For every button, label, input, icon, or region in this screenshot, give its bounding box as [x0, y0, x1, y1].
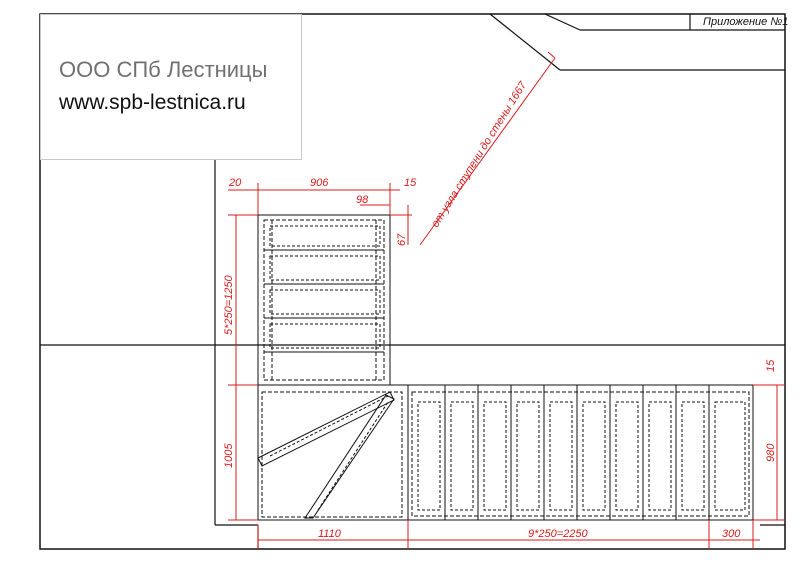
appendix-label: Приложение №1: [703, 16, 788, 28]
company-name: ООО СПб Лестницы: [59, 57, 268, 82]
lower-flight: [407, 384, 754, 521]
dimension-labels: 20 906 15 98 67 5*250=1250 1005 1110 9*2…: [223, 79, 777, 540]
dim-right-top: 15: [765, 359, 777, 372]
dim-diagonal-note: от узла ступени до стены 1667: [429, 79, 529, 230]
dim-side-67: 67: [396, 233, 408, 246]
upper-flight: [257, 214, 391, 386]
dim-top-left: 20: [228, 177, 242, 189]
winder-area: [257, 384, 409, 521]
dim-inner-98: 98: [356, 194, 369, 206]
dim-top-right: 15: [404, 177, 417, 189]
dim-right-height: 980: [765, 443, 777, 462]
dim-upper-flight: 5*250=1250: [223, 274, 235, 335]
company-website[interactable]: www.spb-lestnica.ru: [59, 91, 246, 114]
dim-lower-left: 1005: [223, 443, 235, 468]
dim-top-width: 906: [310, 177, 329, 189]
dim-bottom-run: 9*250=2250: [528, 528, 589, 540]
dim-bottom-left: 1110: [318, 528, 342, 540]
company-info-box: ООО СПб Лестницы www.spb-lestnica.ru: [40, 14, 302, 160]
dim-bottom-right: 300: [722, 528, 741, 540]
dimension-lines: [228, 51, 785, 549]
drawing-frame: [39, 13, 786, 550]
